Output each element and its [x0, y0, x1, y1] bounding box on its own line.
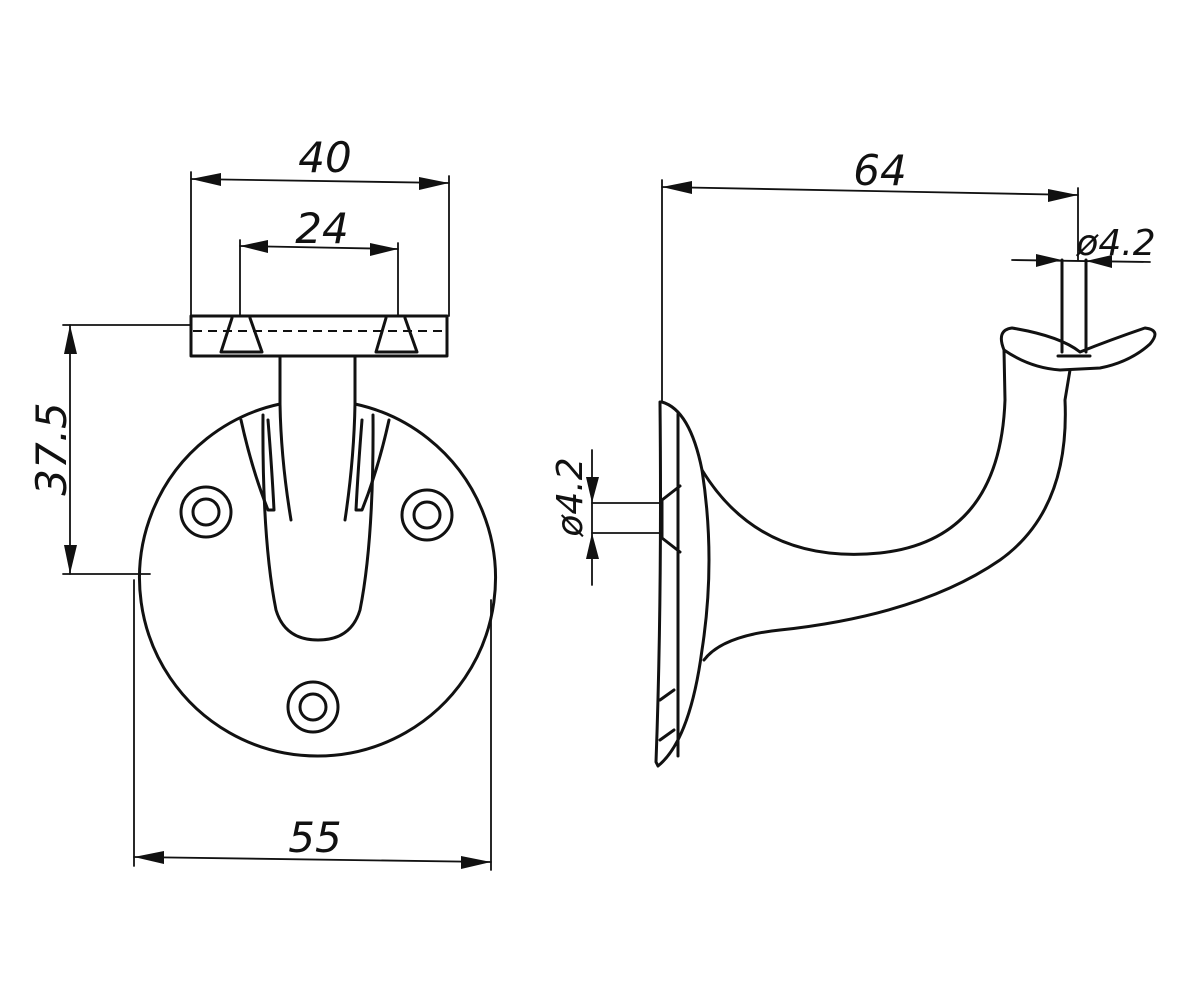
top-plate [189, 314, 449, 358]
dimension-label-base-hole: ø4.2 [550, 457, 591, 537]
mounting-hole-right [400, 488, 454, 542]
dimension-label-height: 37.5 [27, 402, 76, 496]
flange-countersink-top [660, 484, 682, 554]
arm-inner-curve [702, 368, 1072, 662]
dimension-label-hole-spacing: 24 [295, 204, 348, 253]
side-view: 64 ø4.2 ø4.2 [550, 146, 1157, 768]
dimension-label-top-hole: ø4.2 [1075, 223, 1155, 264]
dimension-base-hole: ø4.2 [550, 449, 663, 586]
mounting-hole-left [179, 485, 233, 539]
dimension-top-hole: ø4.2 [1011, 223, 1156, 268]
stem-outline [278, 354, 357, 406]
mounting-hole-bottom [286, 680, 340, 734]
dimension-label-base-diameter: 55 [288, 813, 341, 862]
top-plate-countersink-right [374, 316, 419, 354]
left-rib [239, 418, 276, 512]
dimension-40: 40 [190, 133, 450, 317]
saddle-screw-hole [1056, 258, 1092, 358]
top-plate-countersink-left [219, 316, 264, 354]
dimension-64: 64 [661, 146, 1079, 403]
saddle-outline [999, 326, 1157, 372]
web-slot-bottom [261, 413, 375, 642]
dimension-37-5: 37.5 [27, 324, 192, 575]
base-plate-outline [138, 402, 497, 758]
flange-countersink-bottom [658, 688, 676, 742]
flange-outline [654, 400, 711, 768]
dimension-label-plate-width: 40 [298, 133, 351, 182]
dimension-55: 55 [133, 579, 492, 871]
dimension-label-projection: 64 [853, 146, 906, 195]
arm-outer-curve [700, 348, 1007, 556]
front-view: 40 24 37.5 55 [27, 133, 497, 871]
right-rib [354, 418, 391, 512]
dimension-24: 24 [239, 204, 399, 317]
web-slot-outline [278, 402, 357, 522]
